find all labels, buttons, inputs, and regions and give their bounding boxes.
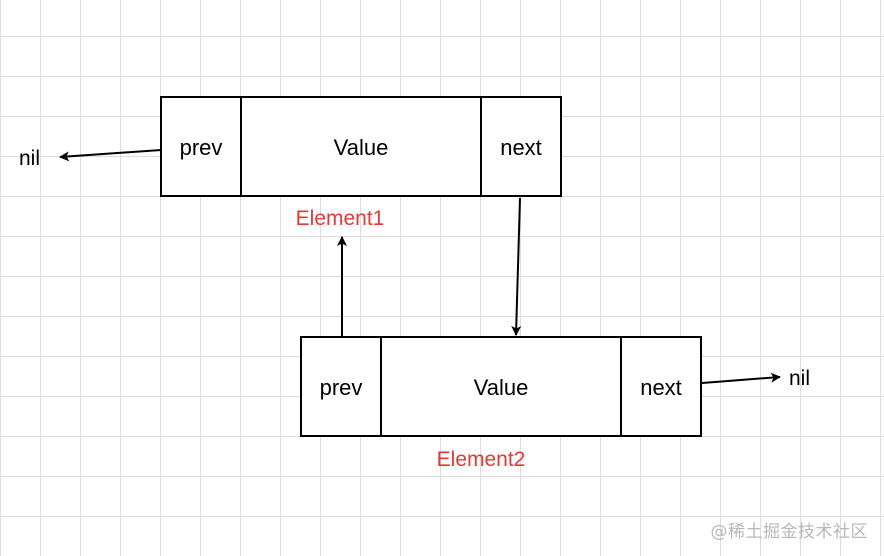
- element2-next-label: next: [640, 375, 682, 400]
- element2-prev-label: prev: [320, 375, 363, 400]
- element2-node: prev Value next: [300, 336, 702, 437]
- nil-left-label: nil: [19, 147, 40, 170]
- watermark: @稀土掘金技术社区: [710, 522, 868, 542]
- element2-label: Element2: [437, 448, 526, 471]
- arrow-element2-next-to-nil: [701, 372, 781, 384]
- element2-value-label: Value: [474, 375, 529, 400]
- element1-value-label: Value: [334, 135, 389, 160]
- element1-label: Element1: [296, 207, 385, 230]
- element1-next-label: next: [500, 135, 542, 160]
- element1-box: [160, 96, 562, 197]
- arrow-element1-next-to-element2: [511, 197, 522, 336]
- element1-node: prev Value next: [160, 96, 562, 197]
- element1-prev-label: prev: [180, 135, 223, 160]
- arrow-element1-prev-to-nil: [59, 149, 162, 162]
- nil-right-label: nil: [789, 367, 810, 390]
- element2-box: [300, 336, 702, 437]
